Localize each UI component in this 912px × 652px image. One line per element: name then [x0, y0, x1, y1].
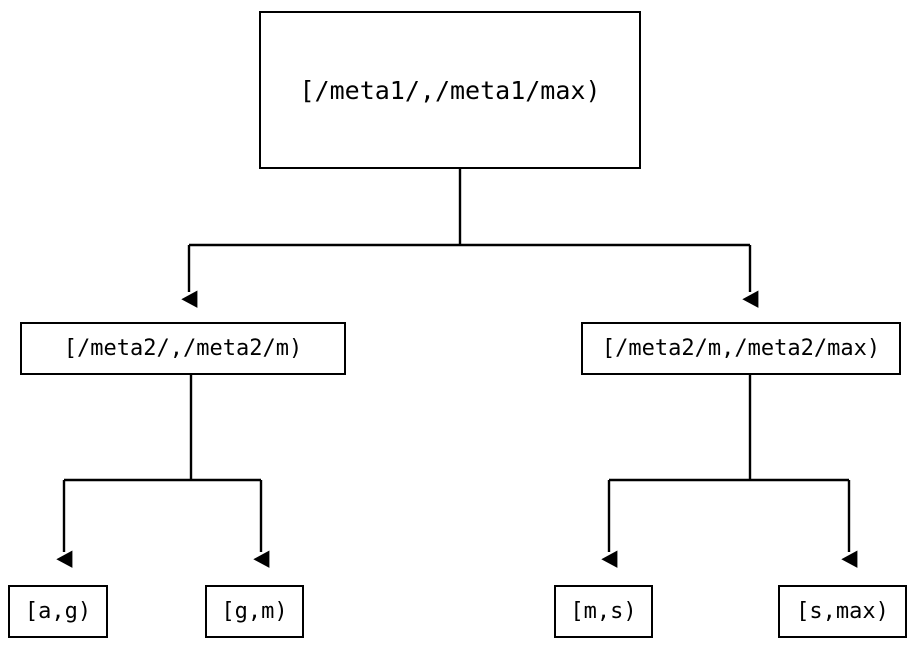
node-leaf-s-max[interactable]: [s,max): [778, 585, 907, 638]
node-leaf-a-g[interactable]: [a,g): [8, 585, 108, 638]
node-leaf-g-m[interactable]: [g,m): [205, 585, 304, 638]
node-root-label: [/meta1/,/meta1/max): [299, 75, 601, 105]
node-root[interactable]: [/meta1/,/meta1/max): [259, 11, 641, 169]
node-leaf-s-max-label: [s,max): [796, 598, 889, 624]
edge-midleft-to-leaves: [56, 375, 270, 568]
node-leaf-m-s[interactable]: [m,s): [554, 585, 653, 638]
node-mid-left[interactable]: [/meta2/,/meta2/m): [20, 322, 346, 375]
node-leaf-m-s-label: [m,s): [570, 598, 637, 624]
node-mid-left-label: [/meta2/,/meta2/m): [63, 335, 303, 361]
node-leaf-a-g-label: [a,g): [24, 598, 92, 624]
node-leaf-g-m-label: [g,m): [221, 598, 288, 624]
edge-midright-to-leaves: [601, 375, 858, 568]
node-mid-right-label: [/meta2/m,/meta2/max): [601, 335, 881, 361]
node-mid-right[interactable]: [/meta2/m,/meta2/max): [581, 322, 901, 375]
edge-root-to-midlevel: [181, 169, 759, 308]
